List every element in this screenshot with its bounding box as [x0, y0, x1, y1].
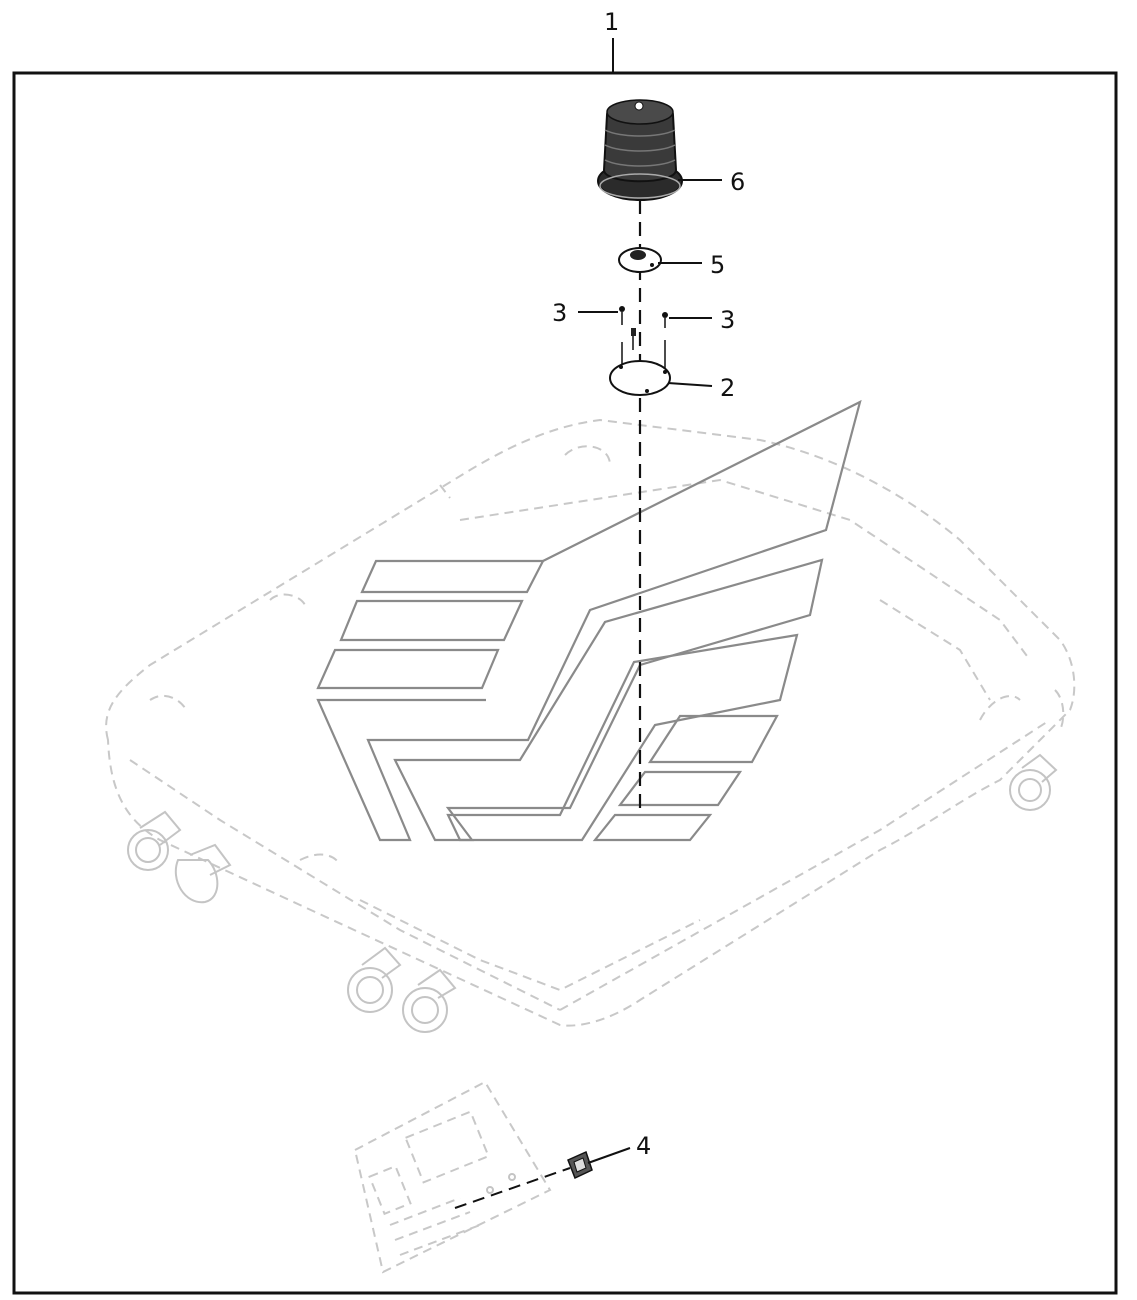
- leader-4: [587, 1147, 631, 1164]
- work-light-left-1: [127, 810, 182, 871]
- callout-1: 1: [604, 8, 619, 36]
- mounting-adapter-icon: [618, 247, 662, 273]
- work-light-right: [1009, 753, 1058, 811]
- callout-3-right: 3: [720, 306, 735, 334]
- work-light-left-2: [174, 843, 232, 904]
- fuse-icon: [567, 1150, 593, 1180]
- mounting-plate-icon: [609, 360, 671, 396]
- fuse-axis: [454, 1167, 571, 1209]
- leader-2: [667, 382, 713, 387]
- callout-2: 2: [720, 374, 735, 402]
- screw-icon: [619, 306, 668, 370]
- work-light-front-1: [347, 946, 402, 1013]
- callout-3-left: 3: [552, 299, 567, 327]
- callout-6: 6: [730, 168, 745, 196]
- roof-emblem: [316, 399, 862, 842]
- callout-5: 5: [710, 251, 725, 279]
- fuse-panel-outline: [353, 1080, 552, 1274]
- assembly-frame: [12, 38, 1118, 1295]
- work-light-front-2: [402, 968, 457, 1033]
- rotating-beacon-icon: [597, 99, 683, 201]
- cab-roof-outline: [105, 418, 1076, 1027]
- callout-4: 4: [636, 1132, 651, 1160]
